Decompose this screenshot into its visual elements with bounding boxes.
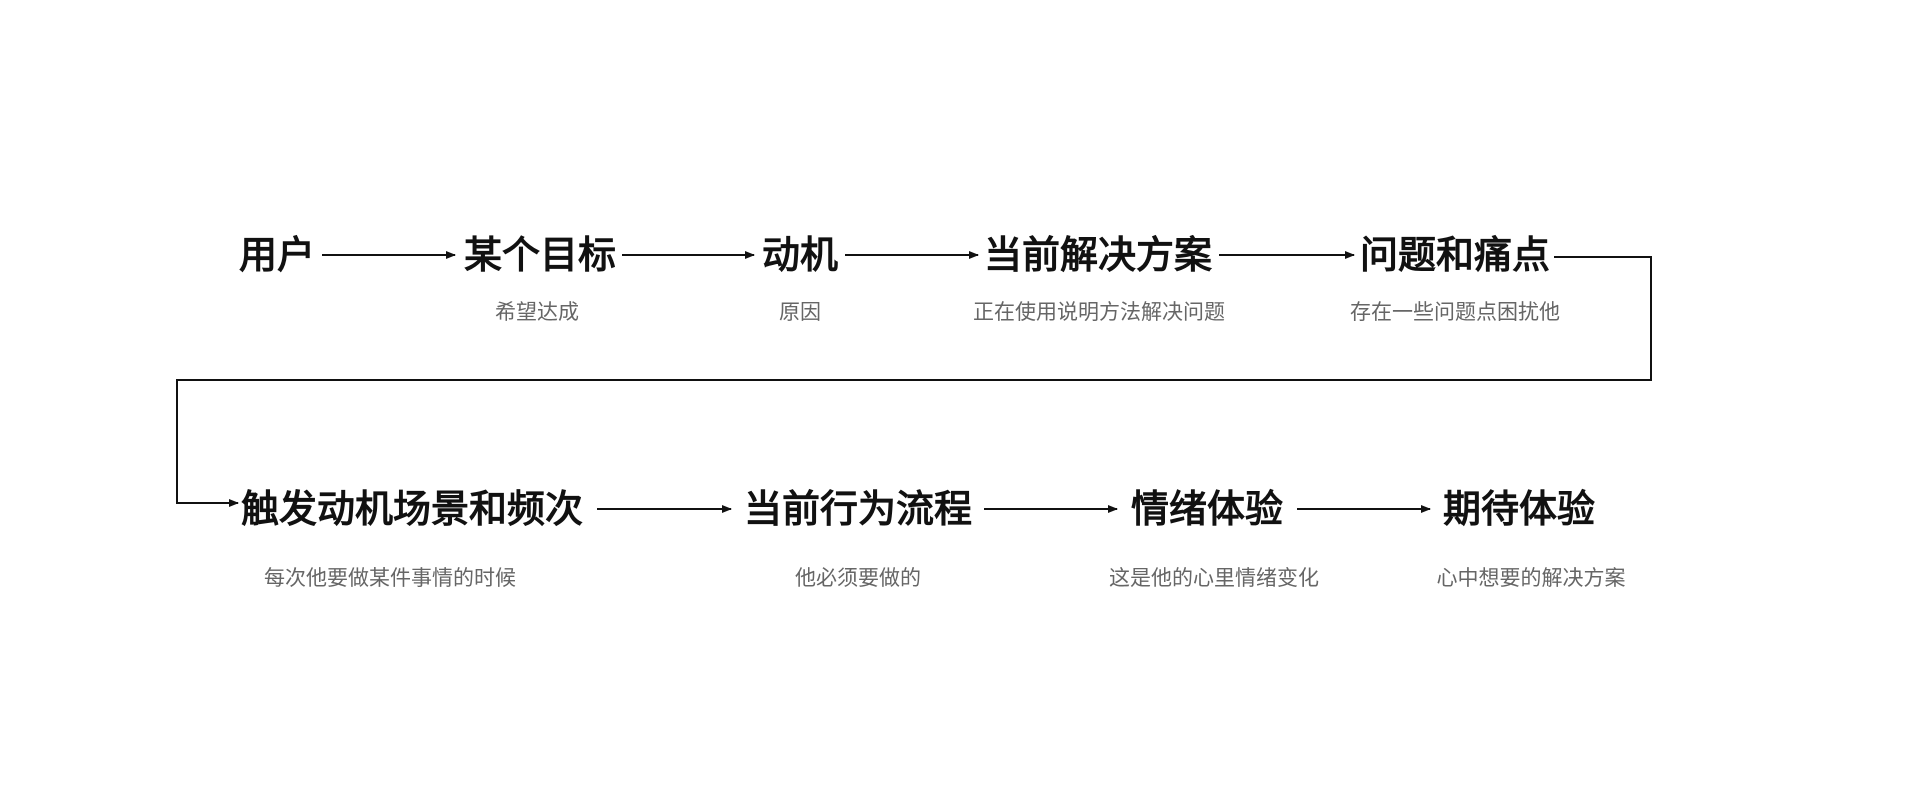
node-current-solution: 当前解决方案 (983, 233, 1213, 277)
caption-trigger: 每次他要做某件事情的时候 (264, 566, 516, 590)
node-emotion: 情绪体验 (1130, 487, 1284, 531)
arrow-pain-to-trigger (176, 256, 1652, 507)
node-trigger: 触发动机场景和频次 (240, 487, 584, 531)
node-goal: 某个目标 (463, 233, 617, 277)
node-current-behavior: 当前行为流程 (743, 487, 973, 531)
caption-emotion: 这是他的心里情绪变化 (1109, 566, 1319, 590)
node-user: 用户 (238, 233, 316, 277)
node-expectation: 期待体验 (1442, 487, 1596, 531)
caption-current-solution: 正在使用说明方法解决问题 (973, 300, 1225, 324)
caption-current-behavior: 他必须要做的 (795, 566, 921, 590)
caption-motivation: 原因 (779, 300, 821, 324)
caption-expectation: 心中想要的解决方案 (1436, 566, 1626, 590)
caption-pain-points: 存在一些问题点困扰他 (1350, 300, 1560, 324)
node-motivation: 动机 (761, 233, 839, 277)
caption-goal: 希望达成 (495, 300, 579, 324)
node-pain-points: 问题和痛点 (1359, 233, 1551, 277)
